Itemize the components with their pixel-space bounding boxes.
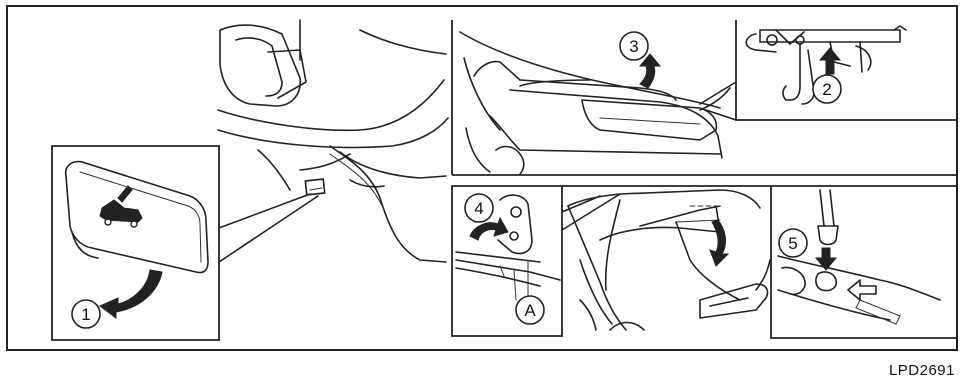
callout-step-5-label: 5	[788, 234, 797, 253]
hood-lift-panel	[452, 20, 957, 175]
callout-step-4-label: 4	[474, 199, 483, 218]
insert-down-arrow-icon	[816, 248, 836, 270]
latch-inset	[736, 20, 957, 120]
callout-step-4: 4	[465, 194, 493, 222]
pull-down-arrow-icon	[100, 270, 162, 318]
callout-step-1: 1	[72, 300, 100, 328]
callout-step-2-label: 2	[822, 80, 831, 99]
figure-code: LPD2691	[889, 362, 955, 379]
lift-up-arrow-icon	[640, 54, 660, 88]
callout-part-a-label: A	[524, 301, 536, 320]
callout-step-1-label: 1	[81, 305, 90, 324]
figure-border	[7, 6, 957, 350]
callout-step-3: 3	[620, 32, 648, 60]
car-hood-open-icon	[100, 186, 142, 227]
raised-hood-sketch	[562, 190, 770, 330]
support-rod-slot-detail	[778, 190, 940, 324]
callout-step-3-label: 3	[629, 37, 638, 56]
callout-step-5: 5	[779, 229, 807, 257]
callout-step-2: 2	[813, 75, 841, 103]
push-up-arrow-icon	[820, 48, 840, 74]
slot-pointer-arrow-icon	[848, 280, 876, 300]
dashboard-panel	[218, 20, 448, 262]
lower-down-arrow-icon	[710, 220, 728, 266]
